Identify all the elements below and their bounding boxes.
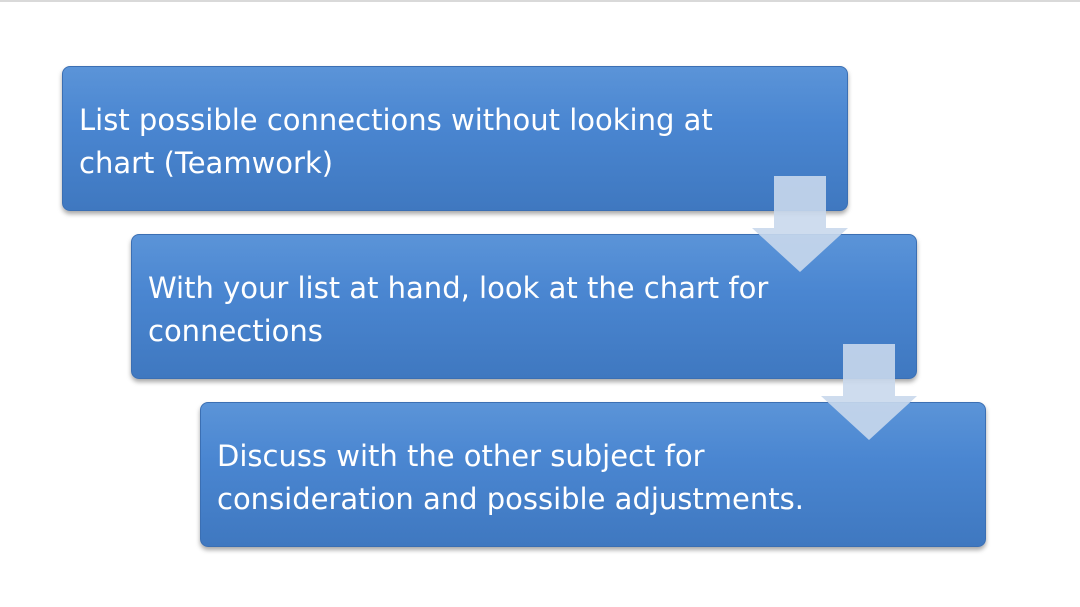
process-step-2-text: With your list at hand, look at the char…: [148, 271, 769, 348]
down-arrow-icon: [752, 176, 848, 272]
down-arrow-icon: [821, 344, 917, 440]
top-divider: [0, 0, 1080, 2]
process-step-1-text: List possible connections without lookin…: [79, 103, 713, 180]
process-step-3-text: Discuss with the other subject for consi…: [217, 439, 804, 516]
process-step-1: List possible connections without lookin…: [62, 66, 848, 211]
